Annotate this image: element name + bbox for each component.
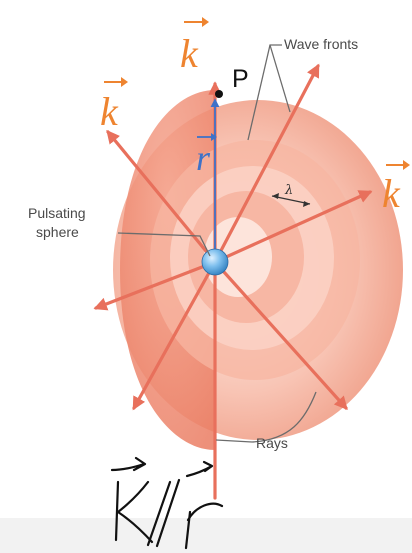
- leader-rays-b: [251, 391, 317, 443]
- k-vector-left: k: [100, 77, 128, 134]
- wavefront-shells: [113, 90, 403, 450]
- k-vector-top: k: [180, 17, 209, 76]
- leader-rays-a: [215, 439, 253, 443]
- hand-parallel-sign: [146, 478, 181, 548]
- pulsating-label-line1: Pulsating: [28, 205, 86, 221]
- r-label-arrow-head: [211, 133, 217, 141]
- wave-fronts-label: Wave fronts: [284, 36, 358, 52]
- ray-lower-left: [132, 260, 217, 411]
- wavefront-inner: [204, 217, 272, 297]
- ray-upper-left: [106, 129, 217, 264]
- ray-lower-right: [213, 260, 348, 411]
- rays-label: Rays: [256, 435, 288, 451]
- pulsating-label-line2: sphere: [36, 224, 79, 240]
- k-right-arrow-head: [403, 160, 410, 170]
- k-top-arrow-head: [202, 17, 209, 27]
- k-left-arrow-head: [121, 77, 128, 87]
- lambda-label: λ: [284, 183, 293, 198]
- hand-r-arrow: [185, 460, 214, 478]
- hand-k-arms: [116, 480, 154, 544]
- hand-k-stem: [114, 480, 120, 542]
- bottom-band: [0, 518, 412, 553]
- hand-k-arrow: [110, 456, 147, 472]
- wavelength-arrow: [271, 195, 311, 205]
- k-vector-right: k: [382, 160, 410, 216]
- hand-r-letter: [184, 502, 224, 550]
- k-right-letter: k: [382, 171, 401, 216]
- k-left-letter: k: [100, 89, 119, 134]
- handwritten-note: [110, 456, 224, 550]
- ray-upper-right: [213, 63, 320, 264]
- ray-right: [213, 190, 373, 264]
- r-letter: r: [196, 138, 211, 178]
- r-vector-label: r: [196, 133, 217, 178]
- k-top-letter: k: [180, 31, 199, 76]
- ray-left: [93, 260, 217, 311]
- leader-sphere: [117, 232, 211, 257]
- wavelength-arrowheads: [272, 193, 310, 207]
- point-p-marker: [215, 90, 223, 98]
- point-p-label: P: [232, 65, 249, 93]
- leader-wave-fronts-b: [269, 44, 291, 113]
- pulsating-sphere: [201, 248, 229, 276]
